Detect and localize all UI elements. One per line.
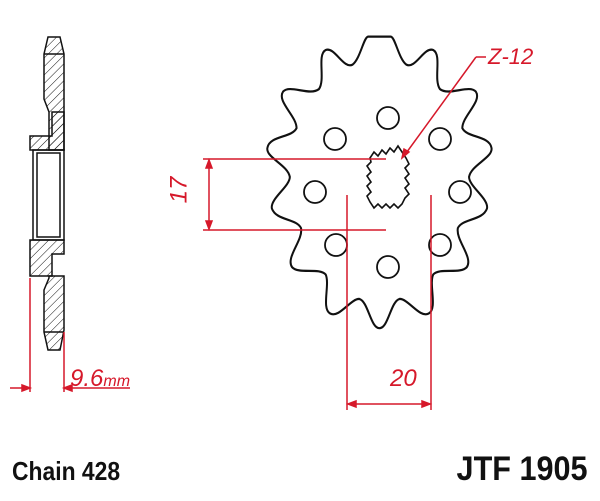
- spline-width-label: 20: [390, 365, 417, 392]
- spline-hole: [365, 144, 411, 210]
- sprocket-face: [266, 35, 493, 330]
- thickness-label: 9.6mm: [70, 365, 130, 393]
- chain-label: Chain 428: [12, 456, 121, 486]
- part-number: JTF 1905: [457, 450, 588, 488]
- side-profile: [29, 36, 65, 351]
- thickness-unit: mm: [103, 373, 131, 390]
- spline-height-label: 17: [165, 176, 193, 204]
- dimension-lines: [10, 56, 486, 410]
- teeth-count-label: Z-12: [488, 44, 534, 69]
- thickness-value: 9.6: [70, 365, 104, 392]
- bolt-holes: [303, 106, 472, 279]
